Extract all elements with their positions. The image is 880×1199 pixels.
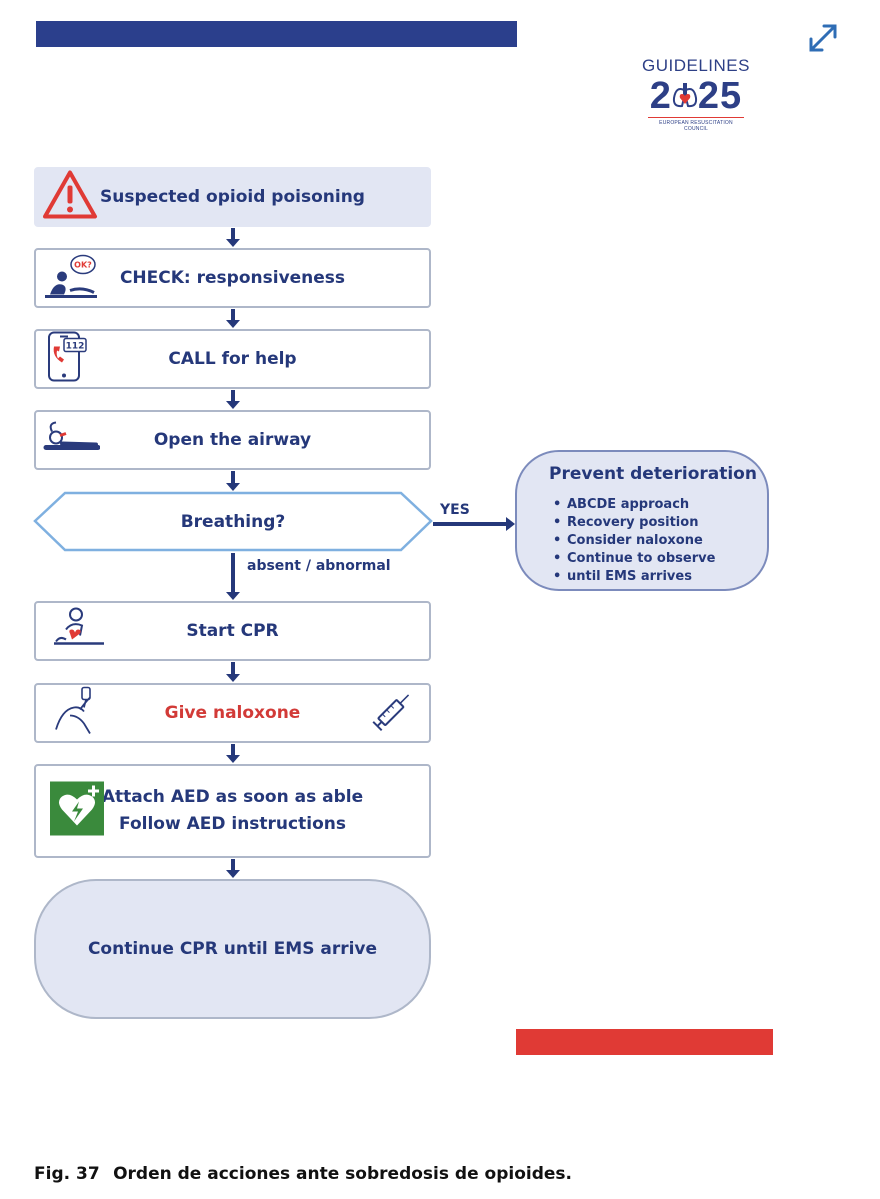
syringe-icon xyxy=(369,685,417,742)
expand-icon[interactable] xyxy=(805,20,841,56)
decision-breathing: Breathing? xyxy=(33,491,433,552)
logo-title: GUIDELINES xyxy=(642,56,750,75)
aed-icon xyxy=(50,781,104,841)
figure-caption: Fig. 37 Orden de acciones ante sobredosi… xyxy=(34,1164,572,1184)
absent-label: absent / abnormal xyxy=(247,558,391,574)
yes-label: YES xyxy=(440,502,470,518)
svg-text:OK?: OK? xyxy=(74,261,92,270)
flow-arrow xyxy=(226,744,240,763)
aed-line-2: Follow AED instructions xyxy=(119,814,346,834)
step-label: Give naloxone xyxy=(164,702,301,723)
aed-line-1: Attach AED as soon as able xyxy=(101,787,364,807)
flow-arrow-absent xyxy=(226,553,240,600)
logo-org: EUROPEAN RESUSCITATION COUNCIL xyxy=(648,117,744,132)
step-label: Suspected opioid poisoning xyxy=(100,186,365,207)
phone-icon: 112 xyxy=(44,331,88,388)
step-label: CHECK: responsiveness xyxy=(119,267,346,288)
flow-arrow xyxy=(226,662,240,682)
check-person-icon: OK? xyxy=(42,251,100,306)
warning-icon xyxy=(42,169,98,226)
step-label: Continue CPR until EMS arrive xyxy=(87,939,378,959)
flow-arrow xyxy=(226,859,240,878)
step-suspected-opioid: Suspected opioid poisoning xyxy=(34,167,431,227)
step-attach-aed: Attach AED as soon as able Follow AED in… xyxy=(34,764,431,858)
yes-arrow xyxy=(433,517,515,531)
step-label: Start CPR xyxy=(186,620,279,641)
step-check-responsiveness: OK? CHECK: responsiveness xyxy=(34,248,431,308)
step-start-cpr: Start CPR xyxy=(34,601,431,661)
side-item-continued: until EMS arrives xyxy=(553,568,757,586)
naloxone-nasal-icon xyxy=(50,686,106,741)
step-give-naloxone: Give naloxone xyxy=(34,683,431,743)
flow-arrow xyxy=(226,228,240,247)
side-item: Consider naloxone xyxy=(553,532,757,550)
figure-title: Orden de acciones ante sobredosis de opi… xyxy=(113,1164,572,1184)
airway-icon xyxy=(42,418,101,463)
step-label: CALL for help xyxy=(168,348,297,369)
footer-color-bar xyxy=(516,1029,773,1055)
prevent-deterioration-box: Prevent deterioration ABCDE approach Rec… xyxy=(515,450,769,591)
header-color-bar xyxy=(36,21,517,47)
side-item: ABCDE approach xyxy=(553,496,757,514)
flow-arrow xyxy=(226,390,240,409)
decision-label: Breathing? xyxy=(180,511,286,532)
side-list: ABCDE approach Recovery position Conside… xyxy=(547,496,757,586)
lungs-heart-icon xyxy=(672,78,698,108)
step-label: Attach AED as soon as able Follow AED in… xyxy=(102,784,363,838)
flow-arrow xyxy=(226,309,240,328)
cpr-icon xyxy=(50,606,106,657)
flow-arrow xyxy=(226,471,240,491)
step-call-for-help: 112 CALL for help xyxy=(34,329,431,389)
step-continue-cpr: Continue CPR until EMS arrive xyxy=(34,879,431,1019)
side-item: Recovery position xyxy=(553,514,757,532)
svg-text:112: 112 xyxy=(66,342,85,352)
side-item: Continue to observe xyxy=(553,550,757,568)
figure-number: Fig. 37 xyxy=(34,1164,100,1184)
step-open-airway: Open the airway xyxy=(34,410,431,470)
step-label: Open the airway xyxy=(153,429,312,450)
side-title: Prevent deterioration xyxy=(549,464,757,484)
